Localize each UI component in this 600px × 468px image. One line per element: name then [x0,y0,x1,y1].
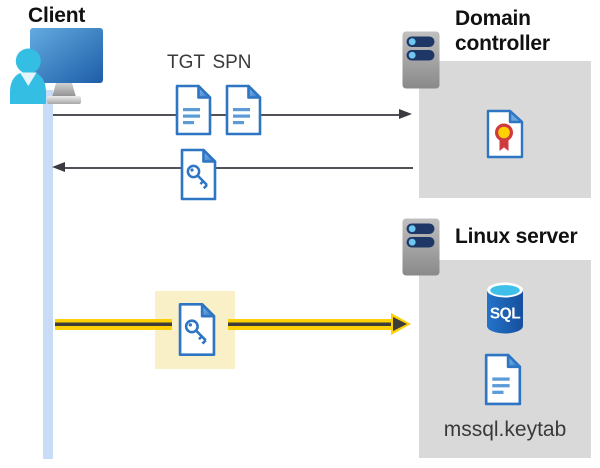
service-ticket-key-file-icon [180,148,217,201]
certificate-icon [486,109,524,159]
keytab-filename-label: mssql.keytab [443,418,567,441]
domain-controller-label: Domain controller [455,7,550,55]
auth-arrowhead [393,317,407,331]
tgt-label: TGT [167,52,205,73]
sql-database-icon: SQL [487,282,523,334]
ticket-response-arrow-line [64,167,413,169]
key-glyph [186,164,208,190]
monitor-base [47,96,81,104]
domain-controller-server-icon [402,31,440,89]
monitor-stand [52,83,76,97]
monitor-icon [30,28,103,83]
keytab-document-icon [484,353,522,406]
spn-document-icon [225,84,262,136]
auth-arrow-segment-right [228,319,393,330]
key-glyph [184,319,207,345]
client-label: Client [28,4,86,27]
linux-server-label: Linux server [455,225,578,248]
spn-label: SPN [212,52,252,73]
ticket-response-arrowhead [52,162,65,172]
client-lifeline [43,90,53,459]
sql-icon-text: SQL [490,306,520,323]
auth-key-file-icon [178,303,216,356]
client-computer-user-icon [10,28,103,104]
auth-arrow-segment-left [55,319,172,330]
tgt-spn-request-arrowhead [399,109,412,119]
person-icon [10,48,46,104]
tgt-document-icon [175,84,212,136]
linux-server-icon [402,218,440,276]
